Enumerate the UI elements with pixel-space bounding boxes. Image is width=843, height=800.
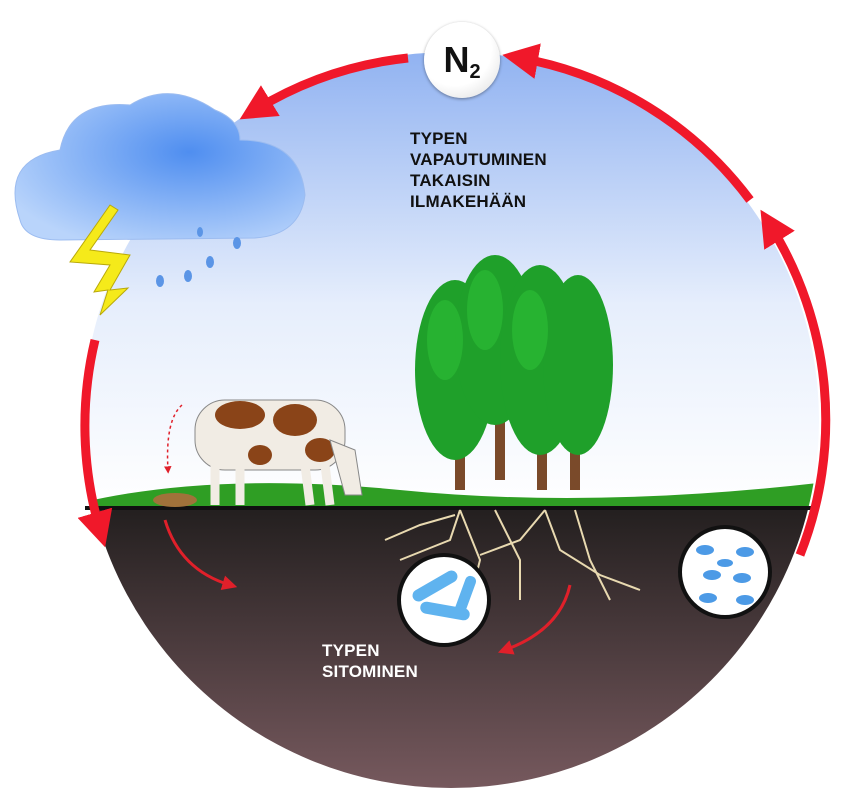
lightning-icon <box>69 204 131 316</box>
trees <box>415 255 613 490</box>
label-line: TYPEN <box>322 641 380 660</box>
n2-molecule-badge: N2 <box>424 22 500 98</box>
cloud-icon <box>14 93 306 287</box>
nitrogen-fixation-label: TYPEN SITOMINEN <box>322 640 418 682</box>
soil-bacteria-icon <box>678 525 772 619</box>
label-line: TYPEN <box>410 129 468 148</box>
cow-icon <box>194 399 363 506</box>
decomposition-arrow <box>163 519 238 591</box>
grass <box>83 480 819 510</box>
uptake-arrow <box>497 584 572 655</box>
label-line: SITOMINEN <box>322 662 418 681</box>
nitrogen-release-label: TYPEN VAPAUTUMINEN TAKAISIN ILMAKEHÄÄN <box>410 128 547 212</box>
label-line: VAPAUTUMINEN <box>410 150 547 169</box>
roots <box>384 509 641 601</box>
nitrogen-fixing-bacteria-icon <box>397 553 491 647</box>
cycle-arrows <box>77 43 831 557</box>
n2-symbol: N <box>443 39 470 80</box>
sky <box>83 52 819 508</box>
dung-icon <box>153 493 197 507</box>
n2-subscript: 2 <box>469 61 481 83</box>
label-line: ILMAKEHÄÄN <box>410 192 527 211</box>
label-line: TAKAISIN <box>410 171 491 190</box>
